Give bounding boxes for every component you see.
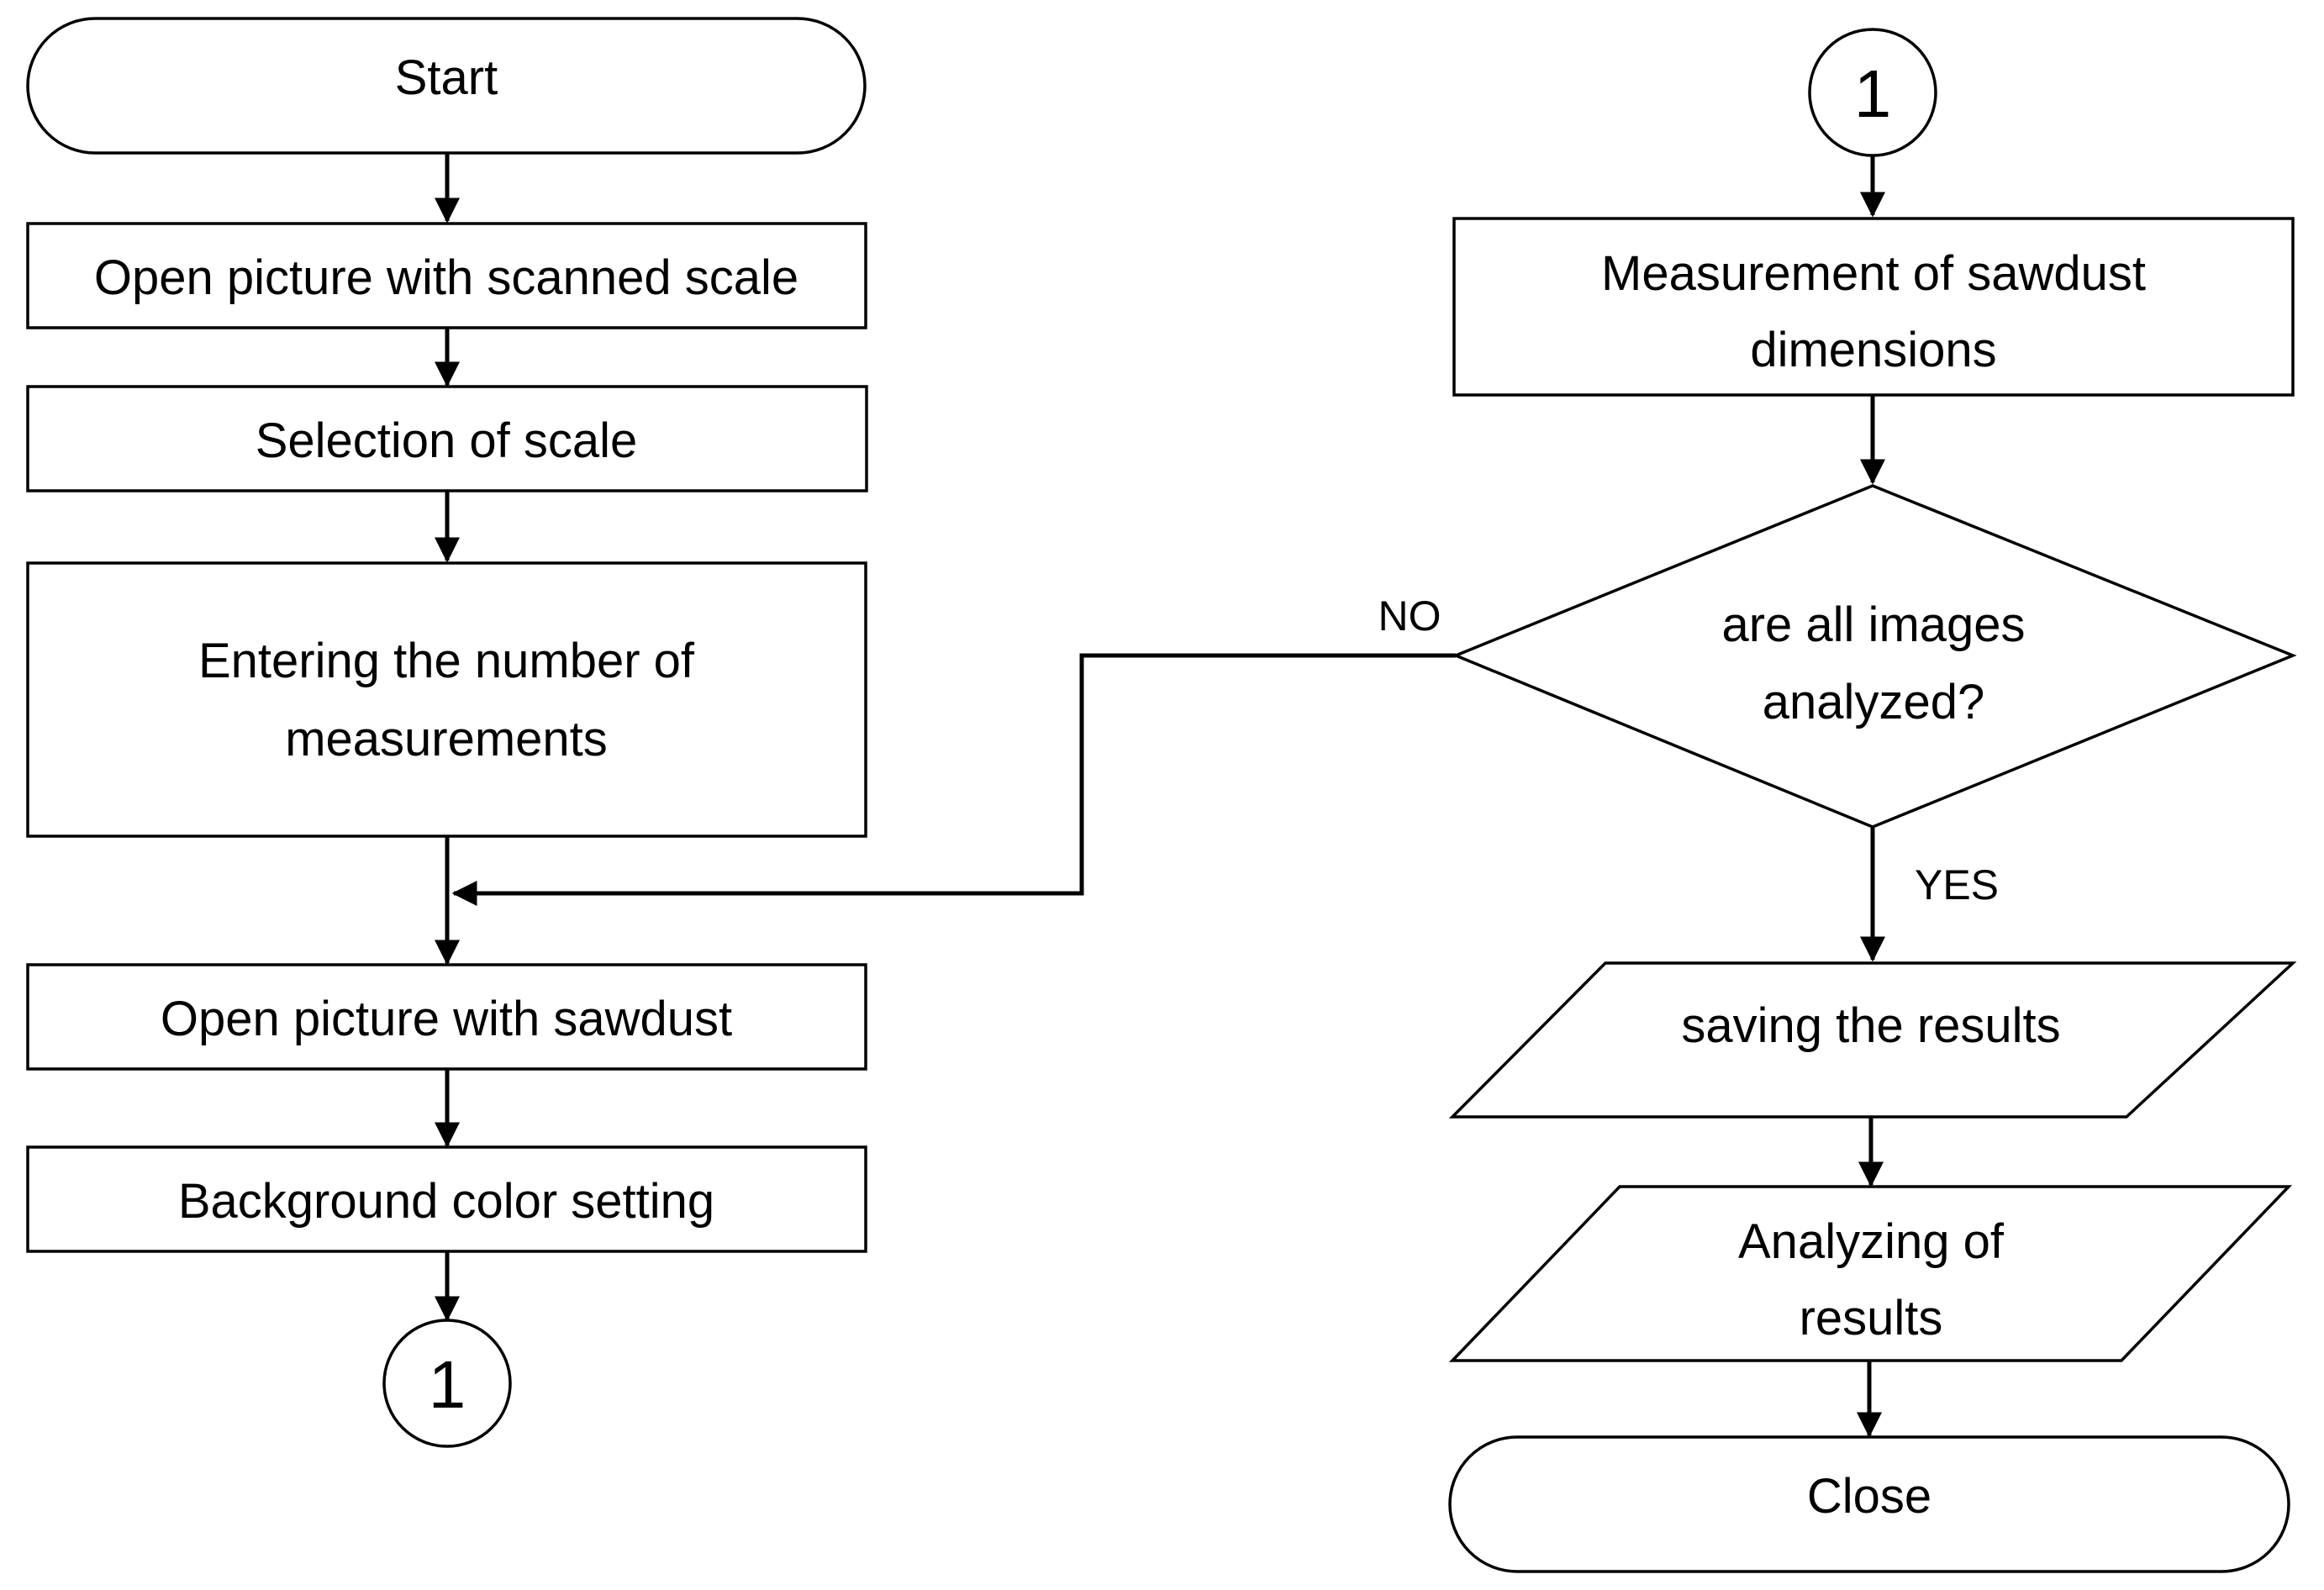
open-scale-label: Open picture with scanned scale (94, 250, 798, 305)
connector-out: 1 (382, 1319, 512, 1448)
enter-number-process: Entering the number of measurements (26, 561, 867, 838)
measure-process: Measurement of sawdust dimensions (1452, 217, 2295, 397)
decision-label-line1: are all images (1721, 598, 2025, 652)
bg-color-process: Background color setting (26, 1145, 867, 1253)
connector-in: 1 (1808, 28, 1937, 157)
select-scale-label: Selection of scale (256, 413, 638, 468)
analyze-io: Analyzing of results (1448, 1185, 2293, 1362)
branch-no-label: NO (1378, 592, 1441, 640)
decision-diamond: are all images analyzed? (1452, 484, 2297, 829)
enter-number-label-line2: measurements (285, 712, 608, 766)
select-scale-process: Selection of scale (26, 385, 868, 492)
start-terminal: Start (26, 17, 867, 155)
analyze-label-line1: Analyzing of (1738, 1214, 2005, 1269)
close-terminal: Close (1448, 1435, 2290, 1573)
save-io: saving the results (1448, 961, 2297, 1119)
enter-number-label-line1: Entering the number of (198, 634, 695, 688)
measure-label-line2: dimensions (1750, 323, 1996, 377)
open-sawdust-process: Open picture with sawdust (26, 963, 867, 1071)
close-label: Close (1807, 1469, 1931, 1524)
open-scale-process: Open picture with scanned scale (26, 222, 867, 329)
measure-label-line1: Measurement of sawdust (1601, 246, 2146, 301)
bg-color-label: Background color setting (178, 1174, 714, 1229)
decision-label-line2: analyzed? (1763, 675, 1984, 729)
connector-in-label: 1 (1854, 56, 1892, 131)
start-label: Start (395, 50, 498, 105)
connector-out-label: 1 (429, 1347, 466, 1422)
branch-yes-label: YES (1915, 861, 1999, 908)
arrow-decision-no-loop (451, 653, 1456, 906)
save-label: saving the results (1681, 998, 2060, 1053)
analyze-label-line2: results (1800, 1291, 1943, 1345)
open-sawdust-label: Open picture with sawdust (161, 992, 732, 1046)
